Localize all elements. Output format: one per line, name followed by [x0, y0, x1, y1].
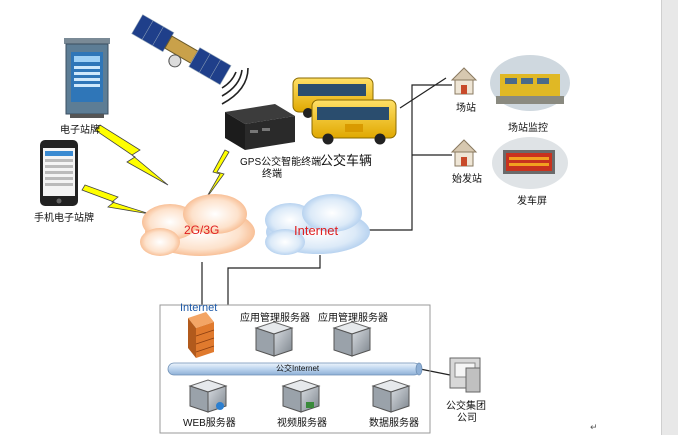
backbone-pipe — [167, 362, 423, 376]
connection-lines — [201, 77, 452, 376]
cloud-2g3g — [140, 194, 255, 256]
server-icon-app-1 — [254, 321, 294, 357]
label-departure-screen: 发车屏 — [517, 196, 547, 207]
departure-screen-photo — [492, 137, 568, 189]
label-firewall-internet: Internet — [180, 302, 218, 314]
label-2g3g: 2G/3G — [184, 223, 220, 237]
label-e-stop-sign: 电子站牌 — [60, 125, 100, 136]
label-bus-company-line1: 公交集团 — [446, 401, 486, 412]
label-depot: 场站 — [456, 103, 476, 114]
signal-waves-icon — [221, 67, 249, 105]
label-app-server-2: 应用管理服务器 — [318, 313, 388, 324]
satellite-icon — [131, 14, 232, 86]
server-icon-app-2 — [332, 321, 372, 357]
mobile-phone-icon — [40, 140, 78, 206]
label-backbone: 公交Internet — [276, 364, 320, 373]
server-icon-web — [188, 379, 228, 413]
label-video-server: 视频服务器 — [277, 418, 327, 429]
label-bus: 公交车辆 — [320, 153, 373, 168]
lightning-icon — [94, 124, 169, 186]
label-web-server: WEB服务器 — [183, 418, 236, 429]
depot-monitor-photo — [490, 55, 570, 111]
house-icon-terminal — [450, 139, 478, 167]
link-cloud-to-stations — [365, 84, 452, 231]
label-app-server-1: 应用管理服务器 — [240, 313, 310, 324]
lightning-icon — [204, 149, 230, 201]
server-icon-data — [371, 379, 411, 413]
label-mobile-stop-sign: 手机电子站牌 — [34, 213, 94, 224]
cloud-internet — [265, 194, 370, 255]
server-icon-video — [281, 379, 321, 413]
firewall-icon — [188, 312, 215, 358]
bus-icon — [311, 99, 397, 145]
company-lan-frame — [159, 304, 431, 434]
label-gps-terminal-cont: 终端 — [262, 169, 282, 180]
label-terminal-station: 始发站 — [452, 174, 482, 185]
label-bus-company-line2: 公司 — [457, 413, 477, 424]
lightning-bolts — [81, 124, 230, 215]
page-edge-strip — [661, 0, 678, 435]
label-gps-terminal: GPS公交智能终端 — [240, 157, 322, 168]
link-backbone-to-company — [419, 368, 451, 376]
gps-terminal-icon — [225, 104, 295, 150]
return-mark: ↵ — [590, 422, 598, 432]
link-internet-to-lan — [227, 255, 321, 305]
link-bus-to-stations — [399, 77, 447, 109]
lightning-icon — [81, 184, 151, 215]
house-icon-depot — [450, 67, 478, 95]
label-depot-monitor: 场站监控 — [508, 123, 548, 134]
label-data-server: 数据服务器 — [369, 418, 419, 429]
label-internet-cloud: Internet — [294, 223, 339, 238]
company-computer-icon — [449, 357, 481, 393]
electronic-stop-sign-icon — [64, 38, 110, 118]
